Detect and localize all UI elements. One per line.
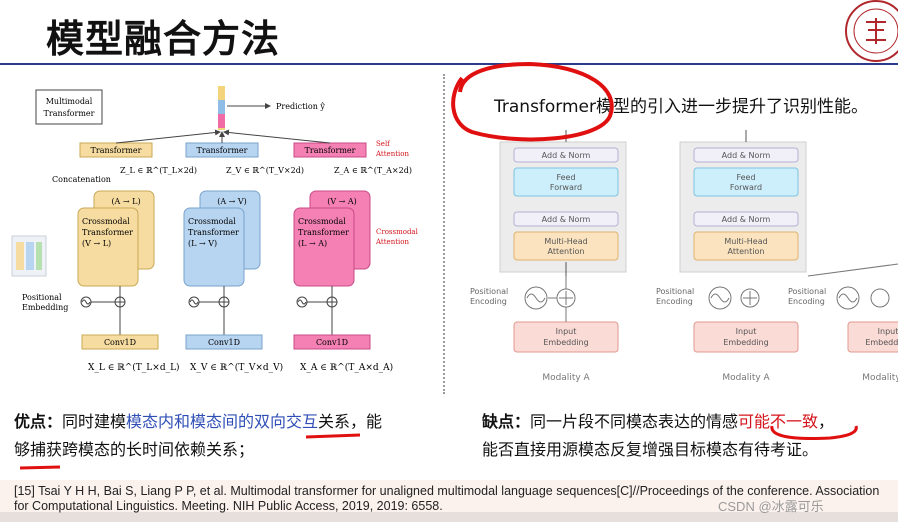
cons-paragraph: 缺点：同一片段不同模态表达的情感可能不一致， 能否直接用源模态反复增强目标模态有… <box>482 412 835 459</box>
svg-text:Transformer: Transformer <box>91 146 142 155</box>
svg-text:Positional: Positional <box>788 287 826 296</box>
svg-text:Transformer: Transformer <box>188 228 239 237</box>
encoder-modality-a2: Add & Norm Feed Forward Add & Norm Multi… <box>656 130 807 383</box>
university-seal-logo <box>845 0 898 62</box>
xV-label: X_V ∈ ℝ^(T_V×d_V) <box>190 362 283 373</box>
svg-text:Transformer: Transformer <box>82 228 133 237</box>
cons-highlight: 可能不一致 <box>738 412 819 431</box>
svg-text:Attention: Attention <box>728 247 765 256</box>
svg-text:Forward: Forward <box>550 183 582 192</box>
page-title: 模型融合方法 <box>46 17 281 61</box>
title-underline <box>0 63 898 65</box>
svg-text:(L → A): (L → A) <box>298 239 327 248</box>
svg-text:Add & Norm: Add & Norm <box>542 151 591 160</box>
svg-text:Positional: Positional <box>656 287 694 296</box>
xA-label: X_A ∈ ℝ^(T_A×d_A) <box>300 362 393 373</box>
svg-text:(A → V): (A → V) <box>217 197 247 206</box>
svg-text:(L → V): (L → V) <box>188 239 217 248</box>
transformer-encoder-diagram: Add & Norm Feed Forward Add & Norm Multi… <box>470 130 898 383</box>
svg-text:Transformer: Transformer <box>298 228 349 237</box>
svg-text:Modality A: Modality A <box>722 373 770 383</box>
pros-label: 优点： <box>14 412 63 431</box>
svg-text:Attention: Attention <box>375 150 409 158</box>
svg-text:Embedding: Embedding <box>865 338 898 347</box>
pros-highlight: 模态内和模态间的双向交互 <box>126 412 319 431</box>
svg-text:Embedding: Embedding <box>543 338 588 347</box>
cross-L-front <box>77 207 139 287</box>
encoder-modality-b: Positional Encoding Input Embedding Moda… <box>788 263 898 383</box>
svg-text:Conv1D: Conv1D <box>316 338 348 347</box>
svg-text:Multi-Head: Multi-Head <box>724 237 767 246</box>
svg-text:Modality B: Modality B <box>862 373 898 383</box>
cross-V-front <box>183 207 245 287</box>
svg-text:(A → L): (A → L) <box>111 197 140 206</box>
svg-text:Encoding: Encoding <box>788 297 825 306</box>
prediction-label: Prediction ŷ <box>276 102 325 111</box>
svg-text:Input: Input <box>736 327 757 336</box>
pros-paragraph: 优点：同时建模模态内和模态间的双向交互关系，能 够捕获跨模态的长时间依赖关系； <box>14 412 383 459</box>
svg-text:Feed: Feed <box>736 173 755 182</box>
xL-label: X_L ∈ ℝ^(T_L×d_L) <box>88 362 180 373</box>
svg-text:Add & Norm: Add & Norm <box>722 151 771 160</box>
multimodal-transformer-diagram: Multimodal Transformer Prediction ŷ Tran… <box>11 86 419 373</box>
crossmodal-attention-label: Crossmodal <box>376 228 419 236</box>
svg-text:Attention: Attention <box>548 247 585 256</box>
svg-text:Embedding: Embedding <box>723 338 768 347</box>
svg-text:(V → L): (V → L) <box>82 239 111 248</box>
header-line1: Multimodal <box>46 97 93 106</box>
self-attention-label: Self <box>376 140 391 148</box>
conv1d-L <box>81 334 159 350</box>
svg-text:Embedding: Embedding <box>22 303 68 312</box>
svg-text:Crossmodal: Crossmodal <box>298 217 346 226</box>
svg-text:Transformer: Transformer <box>305 146 356 155</box>
svg-text:Input: Input <box>556 327 577 336</box>
svg-text:Add & Norm: Add & Norm <box>722 215 771 224</box>
svg-text:Feed: Feed <box>556 173 575 182</box>
svg-text:Modality A: Modality A <box>542 373 590 383</box>
watermark: CSDN @冰露可乐 <box>718 499 824 514</box>
svg-text:(V → A): (V → A) <box>327 197 357 206</box>
cons-label: 缺点： <box>482 412 531 431</box>
svg-text:Attention: Attention <box>375 238 409 246</box>
svg-text:Crossmodal: Crossmodal <box>82 217 130 226</box>
reference-band <box>0 480 898 522</box>
reference-text: [15] Tsai Y H H, Bai S, Liang P P, et al… <box>14 484 880 513</box>
svg-text:Conv1D: Conv1D <box>104 338 136 347</box>
svg-text:Encoding: Encoding <box>470 297 507 306</box>
cross-A-front <box>293 207 355 287</box>
zL-label: Z_L ∈ ℝ^(T_L×2d) <box>120 166 197 175</box>
svg-text:Input: Input <box>878 327 898 336</box>
positional-embedding-label: Positional <box>22 293 62 302</box>
svg-text:Positional: Positional <box>470 287 508 296</box>
right-panel-title: Transformer模型的引入进一步提升了识别性能。 <box>494 97 869 117</box>
header-line2: Transformer <box>44 109 95 118</box>
svg-text:Add & Norm: Add & Norm <box>542 215 591 224</box>
conv1d-V <box>185 334 263 350</box>
video-control-bar[interactable] <box>0 512 898 522</box>
concatenation-label: Concatenation <box>52 175 111 184</box>
zV-label: Z_V ∈ ℝ^(T_V×2d) <box>226 166 304 175</box>
header-box <box>35 89 103 125</box>
zA-label: Z_A ∈ ℝ^(T_A×2d) <box>334 166 412 175</box>
svg-text:Conv1D: Conv1D <box>208 338 240 347</box>
svg-text:Transformer: Transformer <box>197 146 248 155</box>
encoder-modality-a: Add & Norm Feed Forward Add & Norm Multi… <box>470 130 627 383</box>
panel-divider <box>443 74 445 394</box>
conv1d-A <box>293 334 371 350</box>
svg-text:Forward: Forward <box>730 183 762 192</box>
svg-text:Encoding: Encoding <box>656 297 693 306</box>
svg-text:Crossmodal: Crossmodal <box>188 217 236 226</box>
red-underline-2 <box>19 465 61 470</box>
svg-text:Multi-Head: Multi-Head <box>544 237 587 246</box>
